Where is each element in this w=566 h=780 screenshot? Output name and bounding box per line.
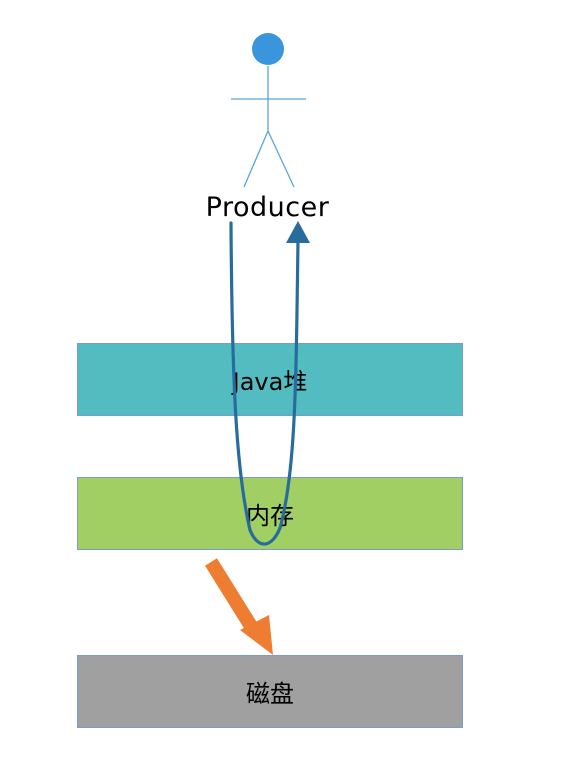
java-heap-box: Java堆: [77, 343, 463, 416]
actor-right-leg: [267, 130, 295, 188]
write-return-path: [229, 221, 300, 546]
down-arrow-icon: [205, 558, 273, 655]
flush-arrowhead: [240, 615, 273, 655]
return-arrowhead: [286, 221, 310, 243]
disk-label: 磁盘: [246, 680, 294, 708]
actor-head: [252, 33, 284, 65]
flush-arrow-shaft: [205, 558, 260, 635]
actor-left-leg: [243, 130, 269, 188]
actor-label: Producer: [205, 192, 330, 223]
stick-figure-icon: [231, 33, 306, 188]
disk-box: 磁盘: [77, 655, 463, 728]
memory-box: 内存: [77, 477, 463, 550]
u-turn-arrow-icon: [229, 221, 310, 546]
